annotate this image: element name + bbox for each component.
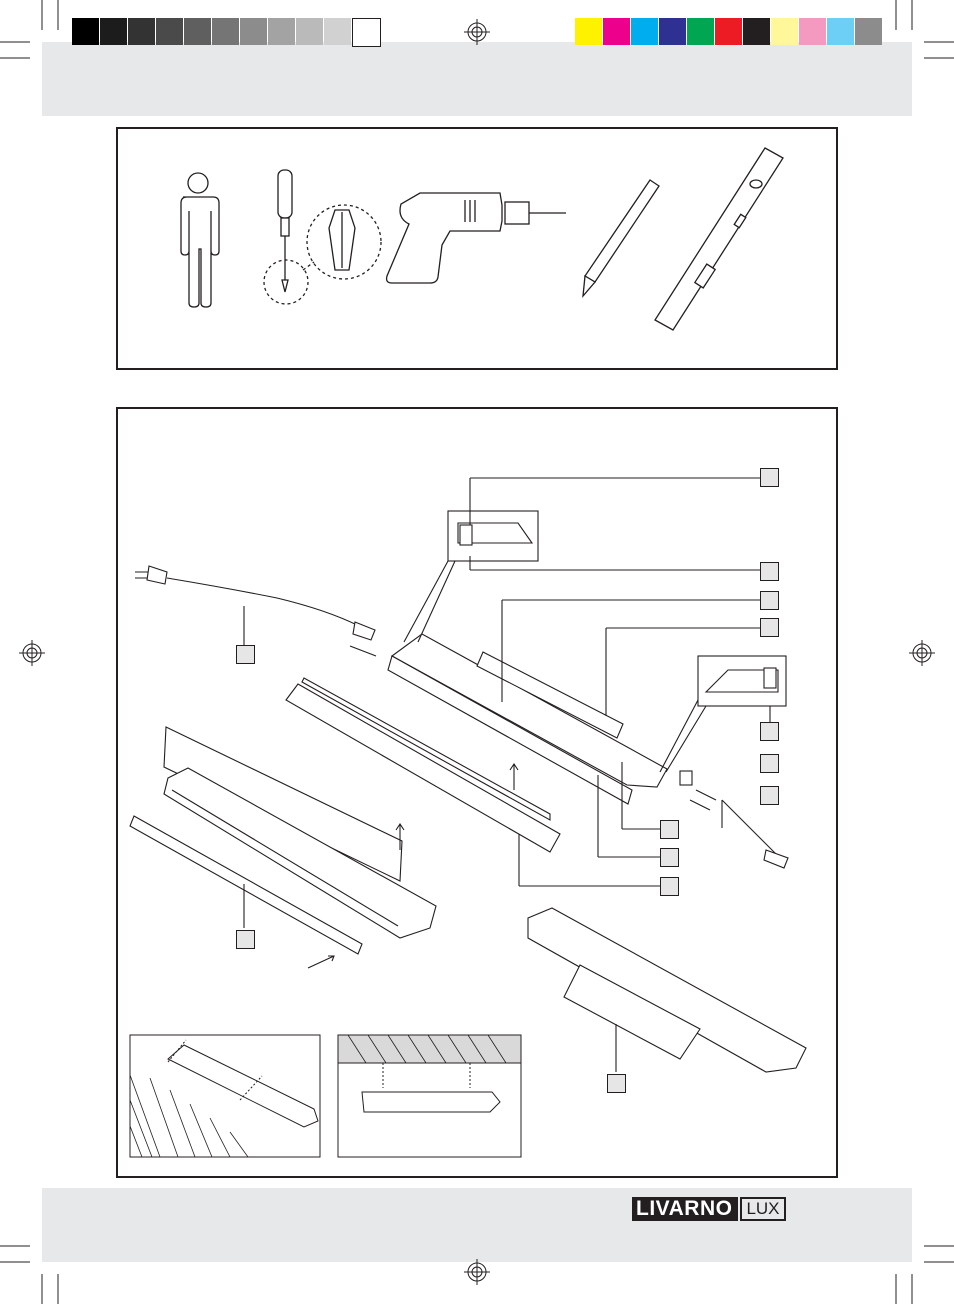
callout-box <box>760 618 779 637</box>
spirit-level-icon <box>654 147 784 331</box>
gray-swatch <box>324 18 351 45</box>
color-swatch <box>659 18 686 45</box>
callout-box <box>236 645 255 664</box>
color-swatch <box>799 18 826 45</box>
callout-box <box>760 468 779 487</box>
gray-swatch <box>296 18 323 45</box>
registration-mark-bottom <box>464 1259 490 1285</box>
gray-swatch <box>240 18 267 45</box>
callout-box <box>660 848 679 867</box>
footer-band <box>42 1188 912 1262</box>
color-swatch <box>687 18 714 45</box>
callout-box <box>760 562 779 581</box>
color-swatch <box>771 18 798 45</box>
callout-box <box>760 754 779 773</box>
callout-box <box>660 877 679 896</box>
color-swatch <box>855 18 882 45</box>
ceiling-mount-inset <box>337 1034 522 1158</box>
color-swatch <box>575 18 602 45</box>
registration-mark-top <box>464 19 490 45</box>
screwdriver-icon <box>263 169 382 305</box>
brand-logo: LIVARNO LUX <box>632 1197 786 1221</box>
callout-box <box>236 930 255 949</box>
color-swatch <box>827 18 854 45</box>
registration-mark-left <box>19 640 45 666</box>
power-cord <box>135 565 376 641</box>
callout-box <box>660 820 679 839</box>
gray-swatch <box>184 18 211 45</box>
brand-name: LIVARNO <box>632 1197 739 1221</box>
gray-swatch <box>100 18 127 45</box>
callout-box <box>760 722 779 741</box>
header-band <box>42 42 912 116</box>
gray-swatch <box>72 18 99 45</box>
drill-icon <box>385 192 566 284</box>
color-swatch <box>631 18 658 45</box>
gray-swatch <box>128 18 155 45</box>
wall-mount-inset <box>129 1034 321 1158</box>
callout-box <box>760 786 779 805</box>
registration-mark-right <box>909 640 935 666</box>
housing-top <box>387 633 668 805</box>
person-icon <box>180 172 220 308</box>
brand-suffix: LUX <box>740 1197 786 1221</box>
gray-swatch <box>156 18 183 45</box>
color-swatch <box>715 18 742 45</box>
callout-box <box>607 1074 626 1093</box>
gray-swatch <box>352 18 381 47</box>
gray-swatch <box>268 18 295 45</box>
color-swatch <box>743 18 770 45</box>
callout-box <box>760 591 779 610</box>
pencil-icon <box>582 179 660 298</box>
gray-swatch <box>212 18 239 45</box>
color-swatch <box>603 18 630 45</box>
